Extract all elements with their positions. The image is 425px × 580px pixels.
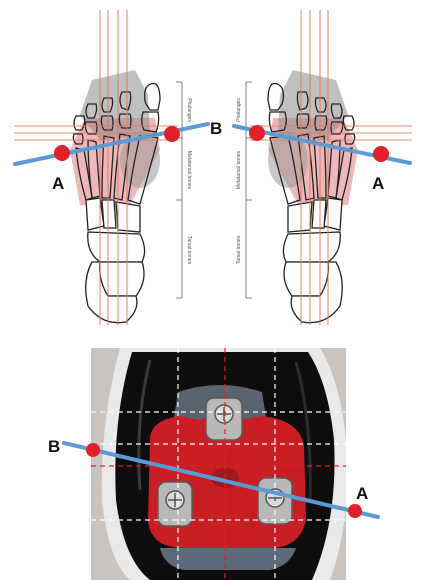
right-point-b-marker [249, 125, 265, 141]
bottom-point-a-marker [348, 504, 362, 518]
bottom-label-a: A [356, 484, 368, 503]
zone-label-metatarsal-right: Metatarsal bones [236, 150, 242, 189]
left-point-b-marker [164, 126, 180, 142]
left-foot-skeleton-icon [70, 70, 182, 323]
left-label-a: A [52, 174, 64, 193]
zone-label-metatarsal: Metatarsal bones [186, 151, 192, 190]
zone-label-phalanges-right: Phalanges [236, 98, 242, 122]
left-zone-labels: Phalanges Metatarsal bones Tarsal bones [186, 98, 192, 264]
right-foot-diagram: Phalanges Metatarsal bones Tarsal bones … [234, 10, 412, 325]
right-label-a: A [372, 174, 384, 193]
bottom-label-b: B [48, 437, 60, 456]
shoe-cleat-photo-icon [91, 348, 347, 580]
right-point-a-marker [373, 146, 389, 162]
zone-label-tarsal: Tarsal bones [186, 236, 192, 265]
right-foot-skeleton-icon [246, 70, 358, 323]
bottom-point-b-marker [86, 443, 100, 457]
zone-label-tarsal-right: Tarsal bones [236, 235, 242, 264]
center-label-b: B [210, 119, 222, 138]
zone-label-phalanges: Phalanges [186, 98, 192, 122]
right-zone-labels: Phalanges Metatarsal bones Tarsal bones [236, 98, 242, 264]
left-point-a-marker [54, 145, 70, 161]
left-foot-diagram: Phalanges Metatarsal bones Tarsal bones … [14, 10, 222, 325]
